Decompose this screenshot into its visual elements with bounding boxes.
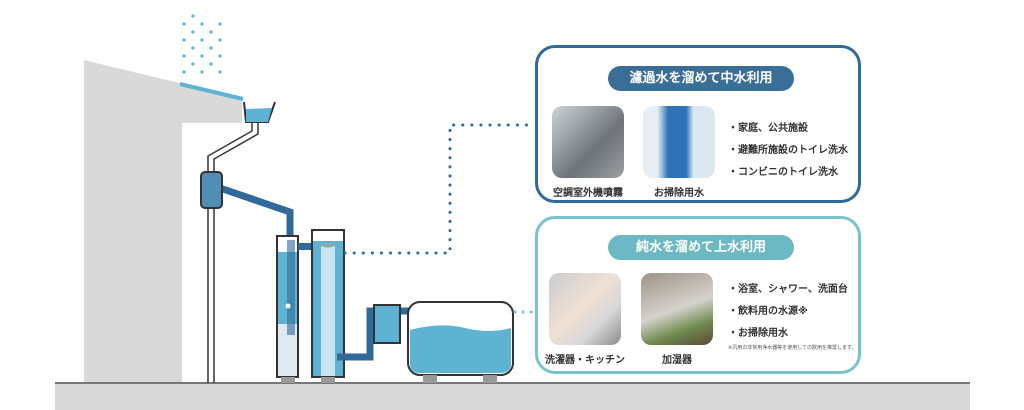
use-item: ・コンビニのトイレ洗水 (728, 167, 838, 178)
kitchen-tap-photo (549, 273, 621, 345)
photo-caption: 空調室外機噴霧 (553, 188, 623, 199)
rain-drop (200, 22, 204, 26)
photo-caption: 加湿器 (662, 355, 692, 366)
use-item: ・家庭、公共施設 (728, 123, 808, 134)
card-title: 濾過水を溜めて中水利用 (608, 66, 794, 91)
use-item: ・浴室、シャワー、洗面台 (728, 284, 848, 295)
photo-caption: 洗濯器・キッチン (545, 355, 625, 366)
use-item: ・避難所施設のトイレ洗水 (728, 145, 848, 156)
rain-drop (182, 22, 186, 26)
downpipe (207, 123, 259, 383)
footnote: ※汎用の非常用浄水器等を使用しての飲用を推奨します。 (728, 345, 857, 351)
card-title: 純水を溜めて上水利用 (608, 235, 794, 260)
rain-drop (209, 46, 213, 50)
use-item: ・飲料用の水源※ (728, 306, 808, 317)
rain-drops (182, 14, 222, 74)
roof-edge (179, 82, 244, 101)
rain-drop (209, 30, 213, 34)
rain-drop (182, 54, 186, 58)
rain-drop (191, 14, 195, 18)
rain-drop (218, 22, 222, 26)
gutter (243, 101, 276, 123)
cleaning-photo (643, 106, 715, 178)
graywater-use-card: 濾過水を溜めて中水利用 空調室外機噴霧 お掃除用水 ・家庭、公共施設 ・避難所施… (535, 45, 861, 203)
rain-drop (218, 38, 222, 42)
humidifier-photo (641, 273, 713, 345)
rain-drop (200, 54, 204, 58)
rain-drop (191, 30, 195, 34)
rain-drop (191, 62, 195, 66)
photo-caption: お掃除用水 (654, 188, 704, 199)
rain-drop (209, 62, 213, 66)
use-item: ・お掃除用水 (728, 328, 788, 339)
rain-drop (218, 54, 222, 58)
rain-drop (182, 38, 186, 42)
ac-unit-spray-photo (552, 106, 624, 178)
collector-box (200, 171, 223, 209)
rain-drop (200, 38, 204, 42)
connector-dotted-top (343, 123, 534, 255)
rain-drop (182, 70, 186, 74)
building (84, 60, 242, 383)
rain-drop (200, 70, 204, 74)
ground (55, 383, 970, 410)
potable-use-card: 純水を溜めて上水利用 洗濯器・キッチン 加湿器 ・浴室、シャワー、洗面台 ・飲料… (535, 216, 861, 374)
use-list: ・浴室、シャワー、洗面台 ・飲料用の水源※ ・お掃除用水 (728, 279, 848, 345)
storage-tank (407, 301, 514, 383)
pump (373, 304, 401, 344)
rain-drop (218, 70, 222, 74)
rain-drop (191, 46, 195, 50)
use-list: ・家庭、公共施設 ・避難所施設のトイレ洗水 ・コンビニのトイレ洗水 (728, 118, 848, 184)
